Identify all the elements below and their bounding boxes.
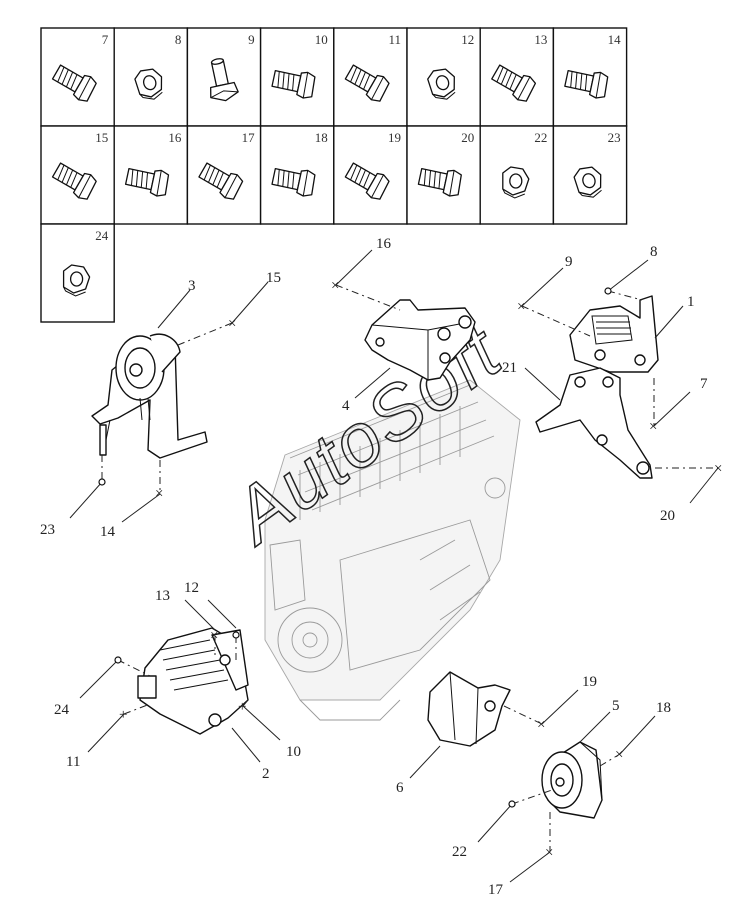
hardware-cell-11: 11: [333, 27, 408, 127]
hardware-table: 7 8 9 10 11 12 13 14 15 16 17 18 19 20 22 23 24: [40, 27, 628, 323]
svg-text:×: ×: [517, 299, 525, 315]
callout-10: 10: [286, 744, 301, 760]
hardware-number: 9: [248, 32, 255, 47]
svg-text:×: ×: [210, 628, 218, 644]
part-1-upper-mount: [569, 295, 659, 373]
callout-21: 21: [502, 360, 517, 376]
callout-11: 11: [66, 754, 80, 770]
hardware-cell-16: 16: [113, 125, 189, 225]
callout-18: 18: [656, 700, 671, 716]
callout-19: 19: [582, 674, 597, 690]
hardware-cell-15: 15: [40, 125, 115, 225]
hardware-number: 24: [95, 228, 109, 243]
hardware-cell-24: 24: [40, 223, 115, 323]
hardware-cell-10: 10: [259, 27, 335, 127]
svg-text:×: ×: [537, 717, 545, 733]
hardware-number: 11: [388, 32, 401, 47]
hardware-cell-17: 17: [186, 125, 262, 225]
hardware-cell-14: 14: [552, 27, 628, 127]
hardware-number: 17: [242, 130, 256, 145]
callout-2: 2: [262, 766, 270, 782]
callout-labels: 1 2 3 4 5 6 7 8 9 10 11 12 13 14 15 16 1…: [40, 236, 708, 898]
part-2-left-mount: [137, 627, 249, 735]
hardware-number: 18: [315, 130, 328, 145]
svg-text:×: ×: [228, 316, 236, 332]
hardware-cell-9: 9: [186, 27, 262, 127]
hardware-number: 12: [461, 32, 474, 47]
part-21-bracket: [535, 367, 653, 479]
callout-23: 23: [40, 522, 55, 538]
callout-20: 20: [660, 508, 675, 524]
callout-22: 22: [452, 844, 467, 860]
hardware-cell-12: 12: [406, 27, 481, 127]
hardware-number: 16: [168, 130, 182, 145]
hardware-cell-23: 23: [552, 125, 628, 225]
hardware-number: 19: [388, 130, 401, 145]
hardware-number: 20: [461, 130, 474, 145]
hardware-cell-18: 18: [259, 125, 335, 225]
hardware-number: 22: [534, 130, 547, 145]
callout-16: 16: [376, 236, 392, 252]
svg-text:×: ×: [545, 845, 553, 861]
callout-24: 24: [54, 702, 70, 718]
hardware-cell-13: 13: [479, 27, 555, 127]
svg-text:×: ×: [155, 486, 163, 502]
hardware-number: 7: [102, 32, 109, 47]
callout-8: 8: [650, 244, 658, 260]
hardware-number: 15: [95, 130, 108, 145]
hardware-number: 13: [534, 32, 547, 47]
hardware-number: 10: [315, 32, 328, 47]
callout-3: 3: [188, 278, 196, 294]
callout-5: 5: [612, 698, 620, 714]
callout-9: 9: [565, 254, 573, 270]
callout-7: 7: [700, 376, 708, 392]
hardware-cell-22: 22: [479, 125, 555, 225]
callout-6: 6: [396, 780, 404, 796]
fastener-markers: × × × × × × × + + × × ×: [98, 278, 722, 861]
callout-1: 1: [687, 294, 695, 310]
hardware-cell-20: 20: [406, 125, 481, 225]
svg-text:+: +: [238, 699, 246, 715]
hardware-number: 8: [175, 32, 182, 47]
leader-lines: [69, 249, 719, 883]
callout-13: 13: [155, 588, 170, 604]
engine-block-drawing: [264, 379, 521, 721]
part-4-bracket: [364, 299, 476, 381]
part-6-bracket: [427, 671, 511, 747]
callout-4: 4: [342, 398, 350, 414]
svg-text:×: ×: [331, 278, 339, 294]
callout-12: 12: [184, 580, 199, 596]
part-3-rear-mount: [91, 333, 208, 459]
hardware-number: 23: [608, 130, 621, 145]
part-5-lower-mount: [541, 741, 603, 819]
callout-17: 17: [488, 882, 504, 898]
hardware-cell-19: 19: [333, 125, 408, 225]
hardware-number: 14: [608, 32, 622, 47]
hardware-cell-8: 8: [113, 27, 189, 127]
svg-text:×: ×: [649, 419, 657, 435]
svg-text:×: ×: [714, 461, 722, 477]
callout-15: 15: [266, 270, 281, 286]
svg-text:×: ×: [615, 747, 623, 763]
hardware-cell-7: 7: [40, 27, 115, 127]
svg-text:+: +: [119, 707, 127, 723]
callout-14: 14: [100, 524, 116, 540]
